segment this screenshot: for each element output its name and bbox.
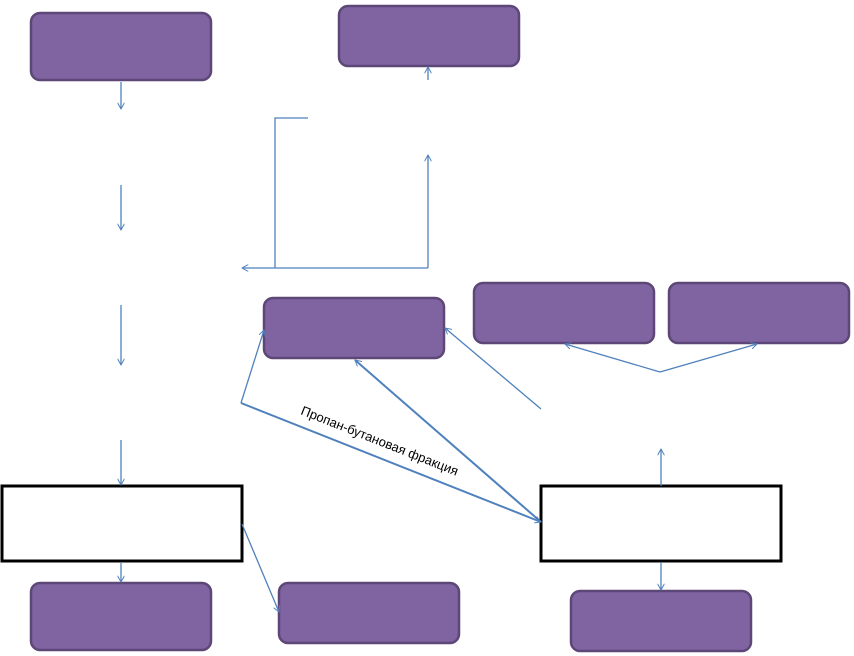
product-box-top-center: [337, 4, 521, 68]
arrow-propane-butane: [240, 402, 541, 522]
arrow-from-right-unit-to-middle: [355, 359, 542, 523]
product-box-middle: [262, 296, 446, 360]
arrow-split-to-right-2: [659, 344, 757, 373]
bracket-connector: [274, 117, 308, 268]
product-box-bottom-middle: [277, 581, 461, 645]
product-box-bottom-left: [29, 581, 213, 652]
feed-box-top-left: [29, 11, 213, 82]
process-unit-right: [539, 484, 783, 563]
arrow-left-unit-to-bottom-middle: [241, 523, 279, 612]
arrow-to-middle-box-left: [240, 330, 264, 404]
product-box-bottom-right: [569, 589, 753, 653]
arrow-to-middle-box-right: [445, 328, 542, 410]
process-unit-left: [0, 484, 244, 563]
product-box-right-2: [667, 281, 851, 345]
edge-label-propane-butane: Пропан-бутановая фракция: [299, 403, 461, 479]
arrow-split-to-right-1: [565, 344, 661, 373]
product-box-right-1: [472, 281, 656, 345]
